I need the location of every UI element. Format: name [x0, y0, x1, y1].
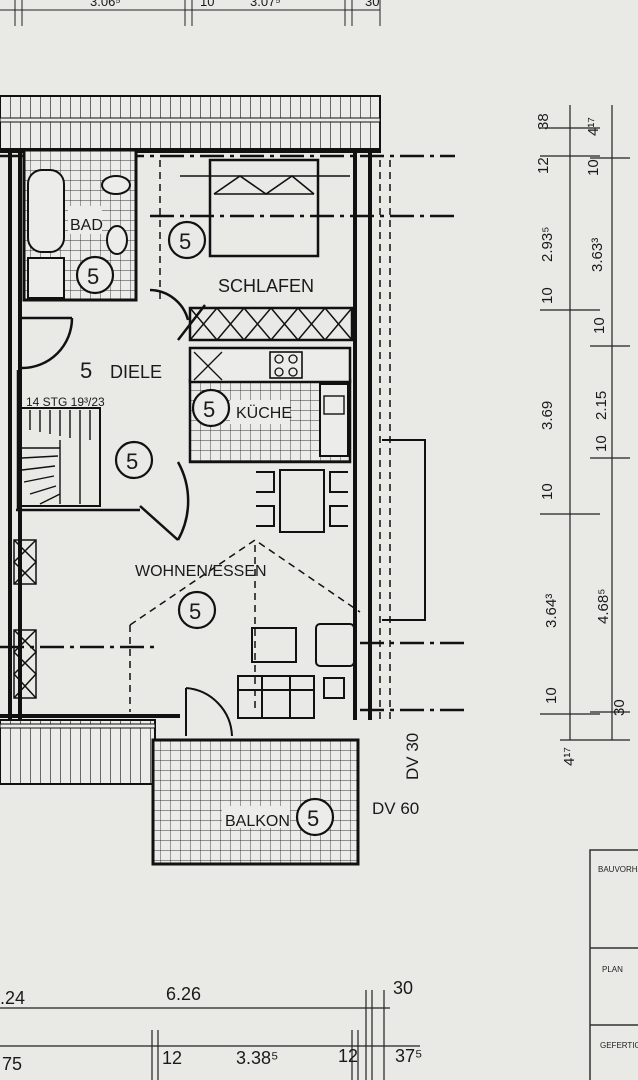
living-furniture — [185, 439, 426, 737]
dim-top-4: 30 — [365, 0, 379, 9]
dim-right-a-4: 10 — [539, 287, 556, 304]
room-number-circle — [75, 255, 115, 295]
title-block-plan: PLAN — [602, 965, 623, 974]
room-number-hallway: 5 — [126, 449, 138, 474]
room-number-kueche: 5 — [203, 397, 215, 422]
dim-bottom-2d: 12 — [338, 1046, 358, 1066]
room-label-wohnen: WOHNEN/ESSEN — [135, 563, 267, 580]
title-block-bauvorhaben: BAUVORHABEN — [598, 865, 638, 874]
room-number-bad: 5 — [87, 264, 99, 289]
dim-right-b-7: 4.68⁵ — [595, 589, 612, 624]
room-number-circle — [114, 440, 154, 480]
top-dimension-line — [0, 0, 381, 26]
dim-right-b-1: 4¹⁷ — [585, 117, 602, 136]
dim-right-b-5: 2.15 — [593, 391, 610, 420]
right-dimension-lines — [540, 105, 630, 741]
left-windows — [12, 539, 38, 699]
dim-right-a-2: 12 — [535, 157, 552, 174]
kitchen — [188, 346, 352, 464]
dining-table — [256, 469, 348, 533]
staircase — [19, 407, 101, 507]
room-label-diele: DIELE — [110, 362, 162, 382]
room-label-schlafen: SCHLAFEN — [218, 276, 314, 296]
room-label-bad: BAD — [70, 217, 103, 234]
room-number-circle — [167, 220, 207, 260]
dim-bottom-1b: 6.26 — [166, 984, 201, 1004]
bedroom — [177, 158, 354, 342]
dim-bottom-2c: 3.38⁵ — [236, 1048, 279, 1068]
dim-right-b-4: 10 — [591, 317, 608, 334]
room-label-kueche: KÜCHE — [236, 404, 292, 422]
balcony — [151, 738, 360, 866]
dim-right-a-1: 38 — [535, 113, 552, 130]
room-number-circle — [191, 388, 231, 428]
lower-railing — [0, 719, 156, 785]
room-number-balkon: 5 — [307, 806, 319, 831]
room-number-circle — [177, 590, 217, 630]
dim-bottom-1c: 30 — [393, 978, 413, 998]
bathroom — [22, 148, 138, 302]
dim-top-3: 3.07⁵ — [250, 0, 281, 9]
upper-railing — [0, 95, 381, 153]
hallway — [16, 288, 190, 541]
room-number-diele: 5 — [80, 358, 92, 383]
dim-bottom-1a: .24 — [0, 988, 25, 1008]
dim-right-a-7: 10 — [539, 483, 556, 500]
room-label-balkon: BALKON — [225, 813, 290, 830]
dim-right-b-3: 3.63³ — [589, 238, 606, 272]
dim-bottom-2e: 37⁵ — [395, 1046, 422, 1066]
bottom-dimension-lines — [0, 990, 420, 1080]
dim-right-b-6: 10 — [593, 435, 610, 452]
dim-top-2: 10 — [200, 0, 214, 9]
dim-top-1: 3.06⁵ — [90, 0, 121, 9]
title-block-gefertigt: GEFERTIGT — [600, 1041, 638, 1050]
dim-right-b-8: 30 — [611, 699, 628, 716]
dv-60-label: DV 60 — [372, 799, 419, 818]
dim-right-b-2: 10 — [585, 159, 602, 176]
room-number-schlafen: 5 — [179, 229, 191, 254]
dim-bottom-2b: 12 — [162, 1048, 182, 1068]
title-block — [589, 849, 638, 1080]
dim-right-a-3: 2.93⁵ — [539, 227, 556, 262]
dim-right-a-6: 3.69 — [539, 401, 556, 430]
dim-right-a-9: 10 — [543, 687, 560, 704]
dim-right-a-8: 3.64³ — [543, 594, 560, 628]
dim-bottom-2a: 75 — [2, 1054, 22, 1074]
stair-label: 14 STG 19³/23 — [26, 395, 105, 409]
room-number-circle — [295, 797, 335, 837]
dim-right-a-10: 4¹⁷ — [561, 747, 578, 766]
room-number-wohnen: 5 — [189, 599, 201, 624]
axis-lines — [0, 154, 470, 712]
dv-30-label: DV 30 — [403, 733, 422, 780]
